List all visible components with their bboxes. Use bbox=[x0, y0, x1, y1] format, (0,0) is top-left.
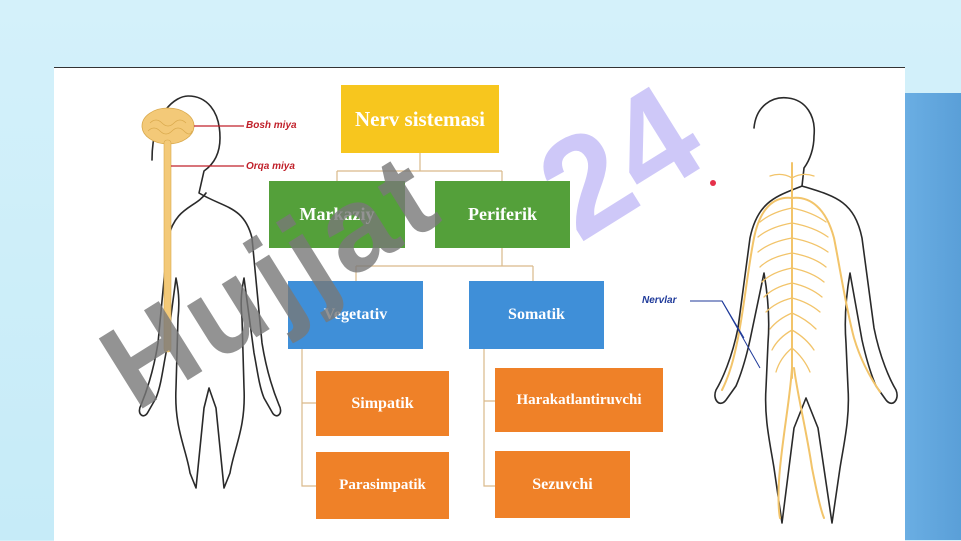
node-harakatlantiruvchi: Harakatlantiruvchi bbox=[495, 368, 663, 432]
human-figure-nerves bbox=[690, 97, 898, 524]
label-nerves: Nervlar bbox=[642, 295, 677, 306]
label-spinal-cord: Orqa miya bbox=[246, 161, 295, 172]
label-brain: Bosh miya bbox=[246, 120, 297, 131]
slide-canvas: Bosh miya Orqa miya Nervlar Nerv sistema… bbox=[54, 53, 905, 541]
spinal-cord-shape bbox=[163, 139, 172, 353]
side-accent-bar bbox=[905, 93, 961, 540]
human-figure-cns bbox=[138, 95, 282, 489]
node-somatik: Somatik bbox=[469, 281, 604, 349]
node-vegetativ: Vegetativ bbox=[288, 281, 423, 349]
node-periferik: Periferik bbox=[435, 181, 570, 248]
connector-lines bbox=[301, 153, 534, 487]
node-simpatik: Simpatik bbox=[316, 371, 449, 436]
node-sezuvchi: Sezuvchi bbox=[495, 451, 630, 518]
node-markaziy: Markaziy bbox=[269, 181, 405, 248]
node-nerv-sistemasi: Nerv sistemasi bbox=[341, 85, 499, 153]
node-parasimpatik: Parasimpatik bbox=[316, 452, 449, 519]
